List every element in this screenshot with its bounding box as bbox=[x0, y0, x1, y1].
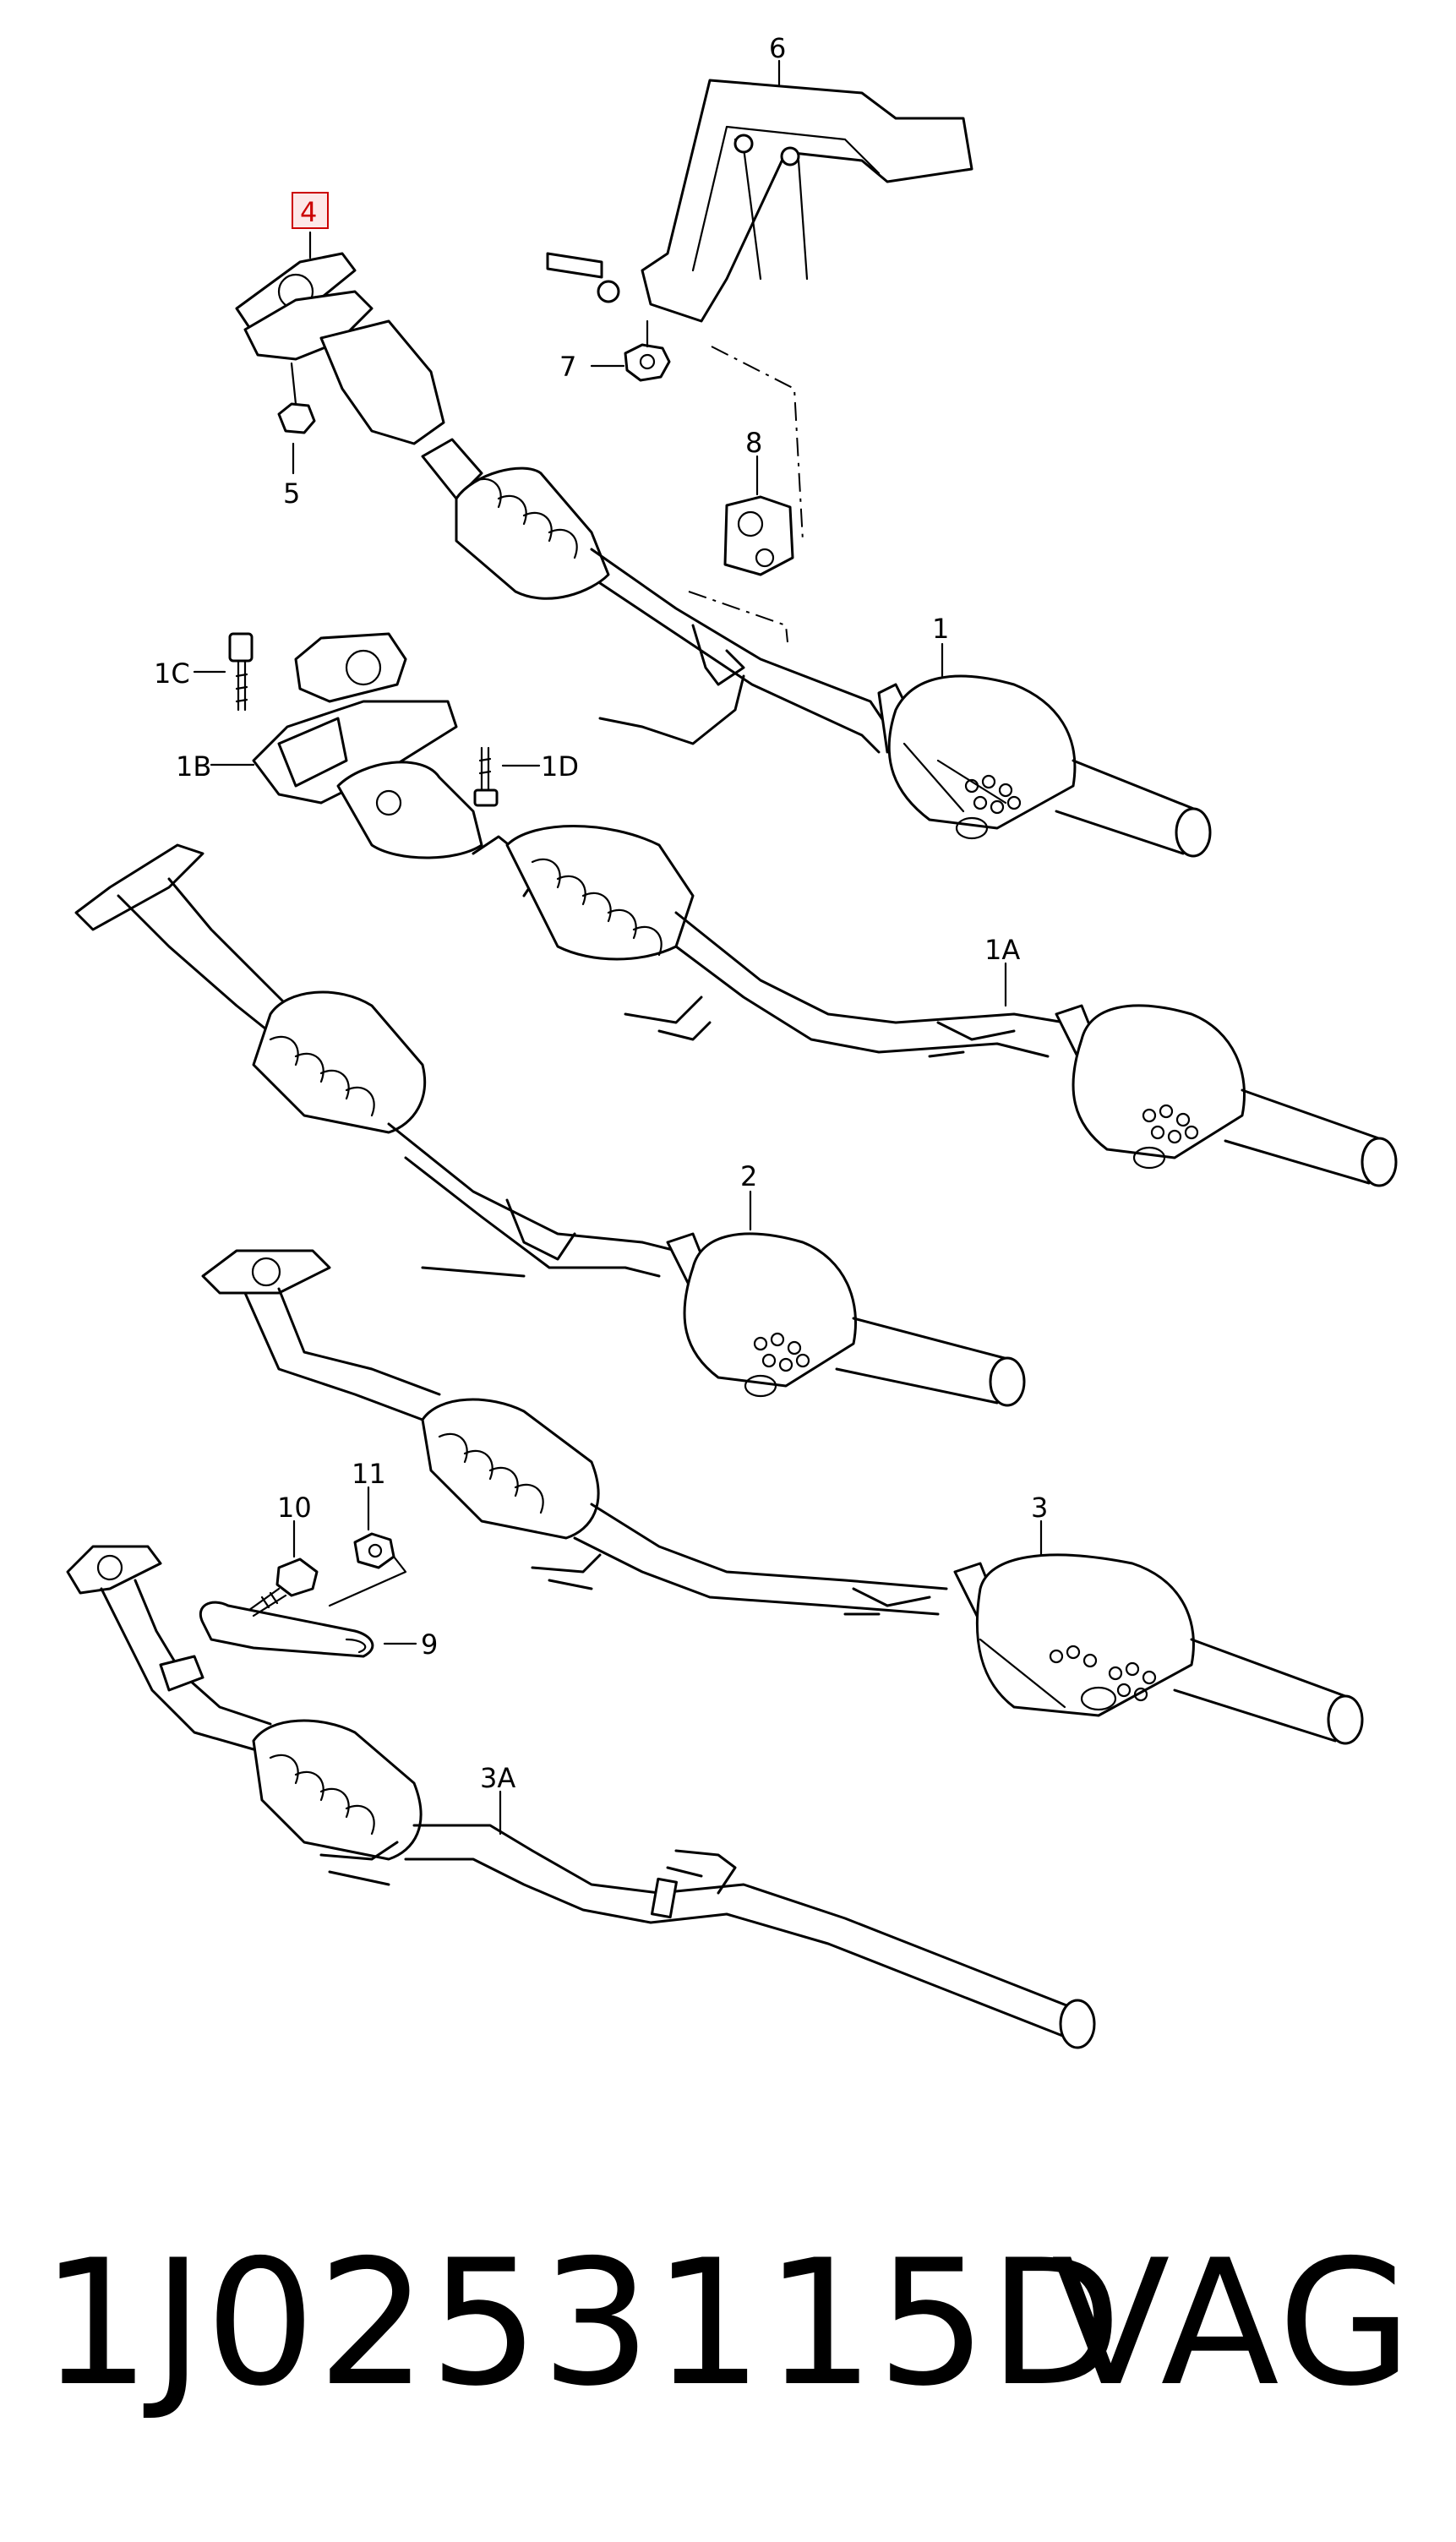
label-3A: 3A bbox=[480, 1762, 515, 1794]
bolt-part-1C bbox=[228, 632, 254, 712]
label-8: 8 bbox=[745, 427, 762, 459]
label-10: 10 bbox=[277, 1492, 312, 1524]
bolt-part-10 bbox=[248, 1557, 319, 1617]
nut-part-11 bbox=[328, 1532, 407, 1607]
label-4-highlight bbox=[292, 192, 329, 229]
screw-part-1D bbox=[473, 746, 499, 807]
exhaust-pipe-part-2 bbox=[387, 1122, 1026, 1407]
label-2: 2 bbox=[740, 1160, 757, 1192]
label-1D: 1D bbox=[541, 750, 579, 783]
part-number: 1J0253115D bbox=[41, 2223, 1124, 2425]
exhaust-pipe-part-1A bbox=[74, 825, 1398, 1187]
exhaust-pipe-part-3 bbox=[201, 1249, 1364, 1745]
exhaust-parts-diagram: 6 7 8 4 5 bbox=[66, 32, 1398, 2049]
nut-part-7 bbox=[624, 319, 671, 382]
label-9: 9 bbox=[421, 1628, 438, 1661]
label-3: 3 bbox=[1031, 1492, 1048, 1524]
label-7: 7 bbox=[559, 351, 576, 383]
label-11: 11 bbox=[352, 1458, 386, 1490]
clamp-part-9 bbox=[199, 1601, 374, 1658]
footer: 1J0253115D VAG bbox=[0, 2214, 1456, 2434]
label-1: 1 bbox=[932, 613, 949, 645]
label-1B: 1B bbox=[176, 750, 211, 783]
bracket-part-6 bbox=[546, 79, 973, 323]
rubber-mount-part-8 bbox=[723, 495, 794, 576]
brand-name: VAG bbox=[1051, 2223, 1414, 2425]
flange-part-1B bbox=[252, 632, 483, 859]
exhaust-pipe-part-1 bbox=[243, 290, 1212, 858]
assembly-line-lower bbox=[688, 591, 788, 643]
exhaust-pipe-part-3A bbox=[66, 1545, 1096, 2049]
nut-part-5 bbox=[277, 362, 316, 434]
label-5: 5 bbox=[283, 477, 300, 510]
label-6: 6 bbox=[769, 32, 786, 64]
label-1A: 1A bbox=[984, 934, 1020, 966]
label-1C: 1C bbox=[154, 657, 190, 690]
assembly-line-upper bbox=[711, 346, 804, 542]
label-4: 4 bbox=[300, 196, 317, 228]
